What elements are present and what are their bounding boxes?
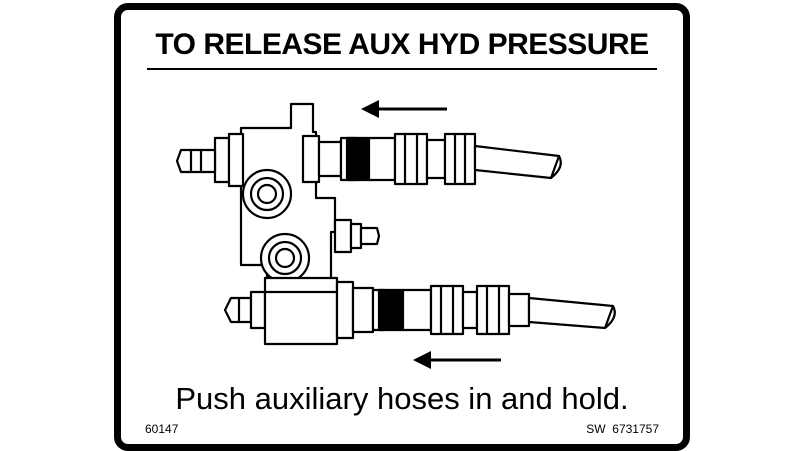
- lower-hose-coupler-icon: [223, 276, 616, 346]
- decal-title: TO RELEASE AUX HYD PRESSURE: [155, 28, 649, 61]
- hydraulic-valve-block-icon: [175, 102, 381, 294]
- lower-push-arrow-icon: [413, 351, 501, 369]
- hydraulic-coupler-diagram: [175, 100, 616, 369]
- title-underline: [147, 68, 657, 70]
- upper-push-arrow-icon: [361, 100, 447, 118]
- part-number-left: 60147: [145, 422, 179, 436]
- warning-decal: TO RELEASE AUX HYD PRESSURE: [114, 3, 690, 451]
- instruction-text: Push auxiliary hoses in and hold.: [175, 381, 629, 416]
- part-number-right: SW 6731757: [586, 422, 659, 436]
- upper-hose-coupler-icon: [301, 132, 562, 186]
